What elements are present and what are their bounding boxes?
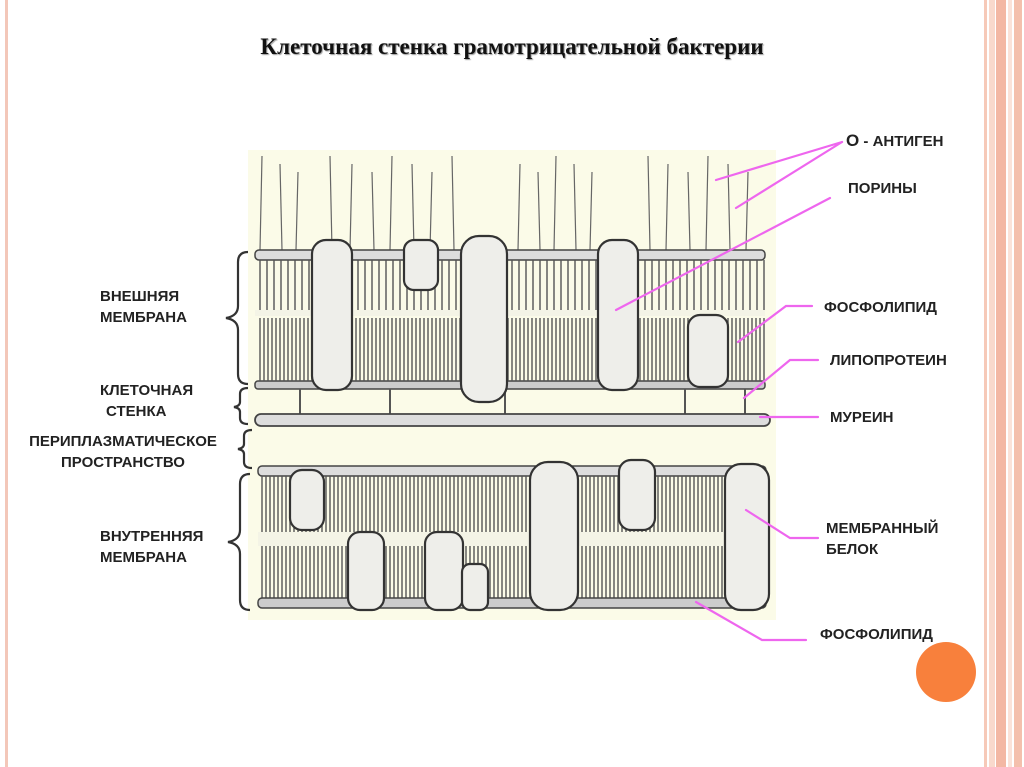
- outer-membrane-bottom-heads: [254, 380, 766, 390]
- label-lipoprotein: ЛИПОПРОТЕИН: [830, 352, 947, 369]
- membrane-protein: [528, 460, 580, 612]
- o-antigen-chain: [705, 155, 709, 251]
- o-antigen-chain: [389, 155, 393, 251]
- o-antigen-chain: [295, 171, 299, 251]
- pointer-lines: [614, 140, 844, 642]
- label-murein: МУРЕИН: [830, 409, 894, 426]
- label-membr-belok-line1: МЕМБРАННЫЙ: [826, 520, 939, 537]
- slide-stripe: [984, 0, 987, 767]
- o-antigen-chain: [451, 155, 455, 251]
- pointer-fosfolipid-top: [736, 304, 814, 344]
- slide-frame-left: [5, 0, 8, 767]
- label-cell-wall: КЛЕТОЧНАЯ СТЕНКА: [100, 380, 193, 422]
- o-antigen-chain: [411, 163, 415, 251]
- label-fosfolipid-bottom: ФОСФОЛИПИД: [820, 626, 933, 643]
- label-poriny: ПОРИНЫ: [848, 180, 917, 197]
- bracket-inner-membrane: [227, 472, 251, 612]
- label-periplasm: ПЕРИПЛАЗМАТИЧЕСКОЕ ПРОСТРАНСТВО: [14, 431, 232, 473]
- slide-stripe: [996, 0, 1006, 767]
- o-antigen-chain: [517, 163, 521, 251]
- label-cell-wall-line2: СТЕНКА: [106, 403, 167, 420]
- porin: [596, 238, 640, 392]
- o-antigen-chain: [429, 171, 433, 251]
- murein-layer: [254, 413, 771, 427]
- o-antigen-chain: [553, 155, 557, 251]
- o-antigen-chain: [589, 171, 593, 251]
- bracket-periplasm: [237, 428, 253, 470]
- slide-stripe: [1008, 0, 1012, 767]
- label-outer-membrane: ВНЕШНЯЯ МЕМБРАНА: [100, 286, 187, 328]
- membrane-protein: [617, 458, 657, 532]
- bracket-cell-wall: [233, 386, 249, 426]
- o-antigen-chain: [259, 155, 263, 251]
- pointer-membr-belok: [744, 508, 820, 540]
- inner-membrane-proteins: [288, 458, 771, 612]
- label-o-antigen-rest: - АНТИГЕН: [859, 133, 944, 150]
- brackets: [225, 250, 253, 612]
- pointer-fosfolipid-bottom: [694, 600, 808, 642]
- label-o-antigen: О - АНТИГЕН: [846, 130, 944, 152]
- label-cell-wall-line1: КЛЕТОЧНАЯ: [100, 382, 194, 399]
- outer-protein: [686, 313, 730, 389]
- pointer-o-antigen-2: [734, 140, 844, 210]
- membrane-protein: [460, 562, 490, 612]
- o-antigen-chain: [371, 171, 375, 251]
- o-antigen-chain: [665, 163, 669, 251]
- decorative-orange-circle: [916, 642, 976, 702]
- label-outer-membrane-line1: ВНЕШНЯЯ: [100, 288, 180, 305]
- o-antigen-chain: [745, 171, 749, 251]
- o-antigen-chains: [259, 155, 749, 251]
- membrane-protein: [288, 468, 326, 532]
- membrane-protein: [423, 530, 465, 612]
- slide-stripe: [989, 0, 995, 767]
- bracket-outer-membrane: [225, 250, 249, 386]
- label-membr-belok-line2: БЕЛОК: [826, 541, 879, 558]
- o-antigen-chain: [349, 163, 353, 251]
- label-inner-membrane-line2: МЕМБРАНА: [100, 549, 187, 566]
- outer-membrane-gap: [255, 310, 765, 316]
- o-antigen-chain: [329, 155, 333, 251]
- label-inner-membrane: ВНУТРЕННЯЯ МЕМБРАНА: [100, 526, 203, 568]
- label-periplasm-line1: ПЕРИПЛАЗМАТИЧЕСКОЕ: [29, 433, 217, 450]
- label-o-antigen-letter: О: [846, 131, 860, 150]
- o-antigen-chain: [573, 163, 577, 251]
- label-membr-belok: МЕМБРАННЫЙ БЕЛОК: [826, 518, 938, 560]
- inner-membrane: [257, 465, 767, 609]
- inner-membrane-top-heads: [257, 465, 767, 477]
- label-inner-membrane-line1: ВНУТРЕННЯЯ: [100, 528, 204, 545]
- o-antigen-chain: [687, 171, 691, 251]
- pointer-poriny: [614, 196, 832, 312]
- o-antigen-chain: [647, 155, 651, 251]
- membrane-protein: [723, 462, 771, 612]
- outer-membrane-proteins: [310, 234, 730, 404]
- o-antigen-chain: [537, 171, 541, 251]
- porin: [459, 234, 509, 404]
- o-antigen-chain: [279, 163, 283, 251]
- porin: [310, 238, 354, 392]
- inner-membrane-bottom-heads: [257, 597, 767, 609]
- slide-stripe: [1014, 0, 1022, 767]
- label-fosfolipid-top: ФОСФОЛИПИД: [824, 299, 937, 316]
- pointer-o-antigen-1: [714, 140, 844, 182]
- cell-wall-layer: [254, 389, 771, 427]
- label-periplasm-line2: ПРОСТРАНСТВО: [61, 454, 185, 471]
- pointer-lipoprotein: [742, 358, 820, 400]
- membrane-protein: [346, 530, 386, 612]
- outer-protein: [402, 238, 440, 292]
- label-outer-membrane-line2: МЕМБРАНА: [100, 309, 187, 326]
- inner-membrane-gap: [258, 532, 766, 546]
- o-antigen-chain: [727, 163, 731, 251]
- slide-title: Клеточная стенка грамотрицательной бакте…: [260, 34, 764, 59]
